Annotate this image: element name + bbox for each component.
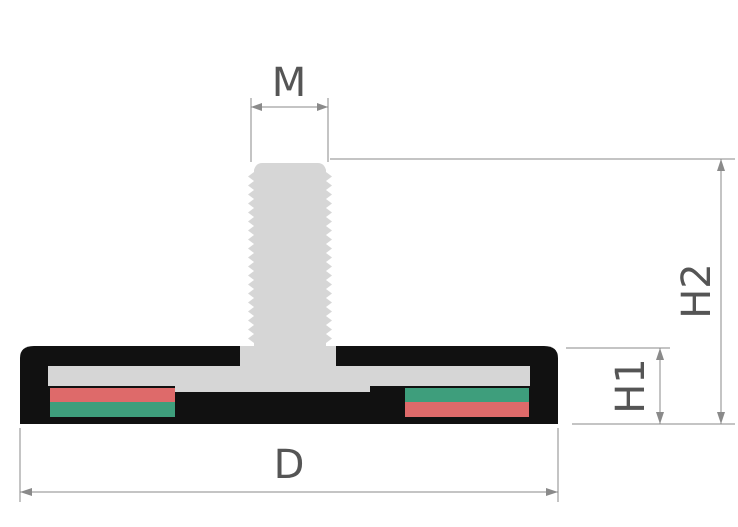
steel-insert (48, 346, 530, 392)
thread-tooth (326, 190, 332, 199)
thread-tooth (248, 217, 254, 226)
left-magnet-green (50, 402, 175, 417)
thread-tooth (248, 226, 254, 235)
thread-tooth (326, 217, 332, 226)
thread-tooth (248, 262, 254, 271)
thread-tooth (248, 244, 254, 253)
dimension-h2: H2 (330, 158, 735, 425)
left-magnet-red (50, 388, 175, 402)
threaded-stud (254, 163, 326, 366)
label-h1: H1 (608, 358, 654, 414)
thread-tooth (326, 253, 332, 262)
thread-tooth (326, 334, 332, 343)
thread-tooth (248, 172, 254, 181)
thread-tooth (326, 208, 332, 217)
dimension-d: D (19, 428, 559, 502)
thread-tooth (326, 307, 332, 316)
thread-teeth (248, 172, 332, 343)
dimension-h1: H1 (566, 347, 670, 424)
thread-tooth (326, 226, 332, 235)
thread-tooth (326, 181, 332, 190)
thread-tooth (326, 199, 332, 208)
thread-tooth (326, 172, 332, 181)
thread-tooth (326, 280, 332, 289)
thread-tooth (326, 262, 332, 271)
thread-tooth (248, 325, 254, 334)
thread-tooth (326, 271, 332, 280)
right-magnet-green (405, 388, 529, 402)
thread-tooth (248, 181, 254, 190)
thread-tooth (326, 316, 332, 325)
thread-tooth (248, 280, 254, 289)
thread-tooth (248, 334, 254, 343)
thread-tooth (326, 298, 332, 307)
thread-tooth (248, 253, 254, 262)
label-h2: H2 (674, 263, 720, 319)
thread-tooth (248, 190, 254, 199)
thread-tooth (248, 199, 254, 208)
thread-tooth (248, 208, 254, 217)
thread-tooth (326, 235, 332, 244)
dimension-m: M (250, 60, 329, 162)
thread-tooth (248, 235, 254, 244)
thread-tooth (248, 307, 254, 316)
thread-tooth (248, 316, 254, 325)
thread-tooth (248, 289, 254, 298)
label-m: M (272, 60, 307, 106)
thread-tooth (248, 271, 254, 280)
thread-tooth (326, 244, 332, 253)
right-magnet-red (405, 402, 529, 417)
thread-tooth (326, 289, 332, 298)
label-d: D (274, 442, 305, 488)
thread-tooth (326, 325, 332, 334)
thread-tooth (248, 298, 254, 307)
